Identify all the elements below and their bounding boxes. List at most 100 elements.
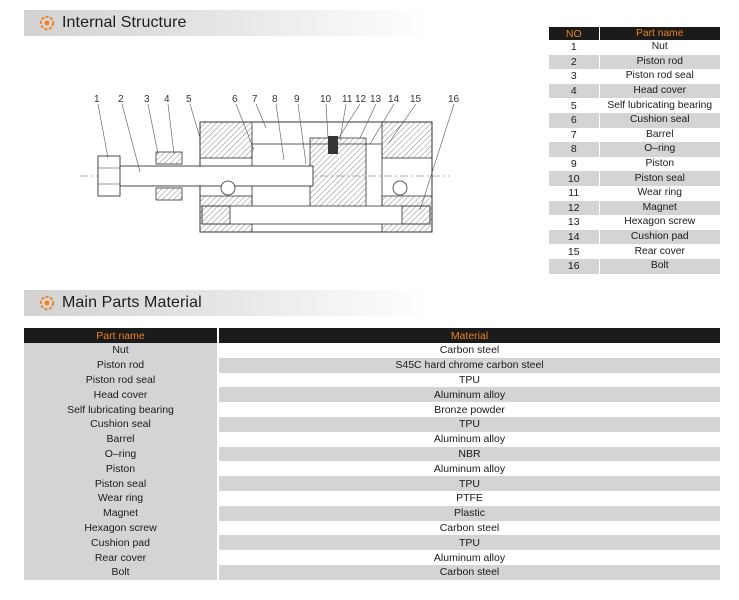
part-name: Rear cover xyxy=(24,550,219,565)
part-name: Self lubricating bearing xyxy=(24,402,219,417)
part-name: Piston rod xyxy=(599,54,720,70)
part-name: Self lubricating bearing xyxy=(599,98,720,113)
part-name: Nut xyxy=(599,40,720,55)
material: Plastic xyxy=(218,505,720,521)
part-no: 4 xyxy=(549,83,600,99)
part-no: 14 xyxy=(549,229,600,245)
part-name: O–ring xyxy=(24,446,219,462)
part-no: 16 xyxy=(549,258,600,274)
part-no: 7 xyxy=(549,127,600,143)
part-name: Piston rod seal xyxy=(24,372,219,388)
part-no: 11 xyxy=(549,185,600,201)
section-header-internal-structure: Internal Structure xyxy=(24,10,430,36)
part-name: Piston xyxy=(24,461,219,477)
part-name: Piston rod seal xyxy=(599,69,720,84)
part-name: Bolt xyxy=(599,258,720,274)
callout-3: 3 xyxy=(144,94,150,105)
part-no: 8 xyxy=(549,142,600,157)
part-name: Piston seal xyxy=(24,476,219,491)
material: TPU xyxy=(218,416,720,432)
part-name: Hexagon screw xyxy=(24,520,219,536)
material: PTFE xyxy=(218,490,720,506)
part-name: Barrel xyxy=(24,431,219,447)
part-name: Barrel xyxy=(599,127,720,143)
table-header-row: NO Part name xyxy=(549,27,720,40)
part-no: 12 xyxy=(549,200,600,216)
gear-icon xyxy=(38,294,56,312)
material: Aluminum alloy xyxy=(218,387,720,403)
part-no: 10 xyxy=(549,171,600,186)
part-name: Piston seal xyxy=(599,171,720,186)
cylinder-cross-section-diagram: 1 2 3 4 5 6 7 8 9 10 11 12 13 14 15 16 xyxy=(80,94,460,233)
part-name: Piston rod xyxy=(24,357,219,373)
callout-7: 7 xyxy=(252,94,258,105)
part-name: Cushion pad xyxy=(599,229,720,245)
part-name: Magnet xyxy=(24,505,219,521)
material: Carbon steel xyxy=(218,564,720,580)
part-name: Hexagon screw xyxy=(599,215,720,230)
table-header-row: Part name Material xyxy=(24,328,720,343)
part-no: 2 xyxy=(549,54,600,70)
callout-10: 10 xyxy=(320,94,332,105)
callout-14: 14 xyxy=(388,94,400,105)
part-name: Nut xyxy=(24,343,219,358)
callout-11: 11 xyxy=(342,94,353,105)
part-no: 6 xyxy=(549,112,600,128)
section-title: Main Parts Material xyxy=(62,294,202,311)
callout-16: 16 xyxy=(448,94,460,105)
material: Aluminum alloy xyxy=(218,461,720,477)
part-name: Cushion seal xyxy=(599,112,720,128)
part-name: Head cover xyxy=(599,83,720,99)
callout-4: 4 xyxy=(164,94,170,105)
part-name: Bolt xyxy=(24,564,219,580)
column-header-part-name: Part name xyxy=(24,328,219,343)
part-name: Wear ring xyxy=(599,185,720,201)
material: NBR xyxy=(218,446,720,462)
part-no: 9 xyxy=(549,156,600,172)
part-name: Magnet xyxy=(599,200,720,216)
callout-15: 15 xyxy=(410,94,422,105)
material: Bronze powder xyxy=(218,402,720,417)
part-name: Head cover xyxy=(24,387,219,403)
column-header-no: NO xyxy=(549,27,600,40)
part-name: Piston xyxy=(599,156,720,172)
gear-icon xyxy=(38,14,56,32)
column-header-part-name: Part name xyxy=(599,27,720,40)
part-no: 3 xyxy=(549,69,600,84)
material: Carbon steel xyxy=(218,520,720,536)
material: S45C hard chrome carbon steel xyxy=(218,357,720,373)
callout-2: 2 xyxy=(118,94,124,105)
material: Carbon steel xyxy=(218,343,720,358)
part-name: Rear cover xyxy=(599,244,720,259)
part-name: Wear ring xyxy=(24,490,219,506)
part-no: 13 xyxy=(549,215,600,230)
part-no: 15 xyxy=(549,244,600,259)
